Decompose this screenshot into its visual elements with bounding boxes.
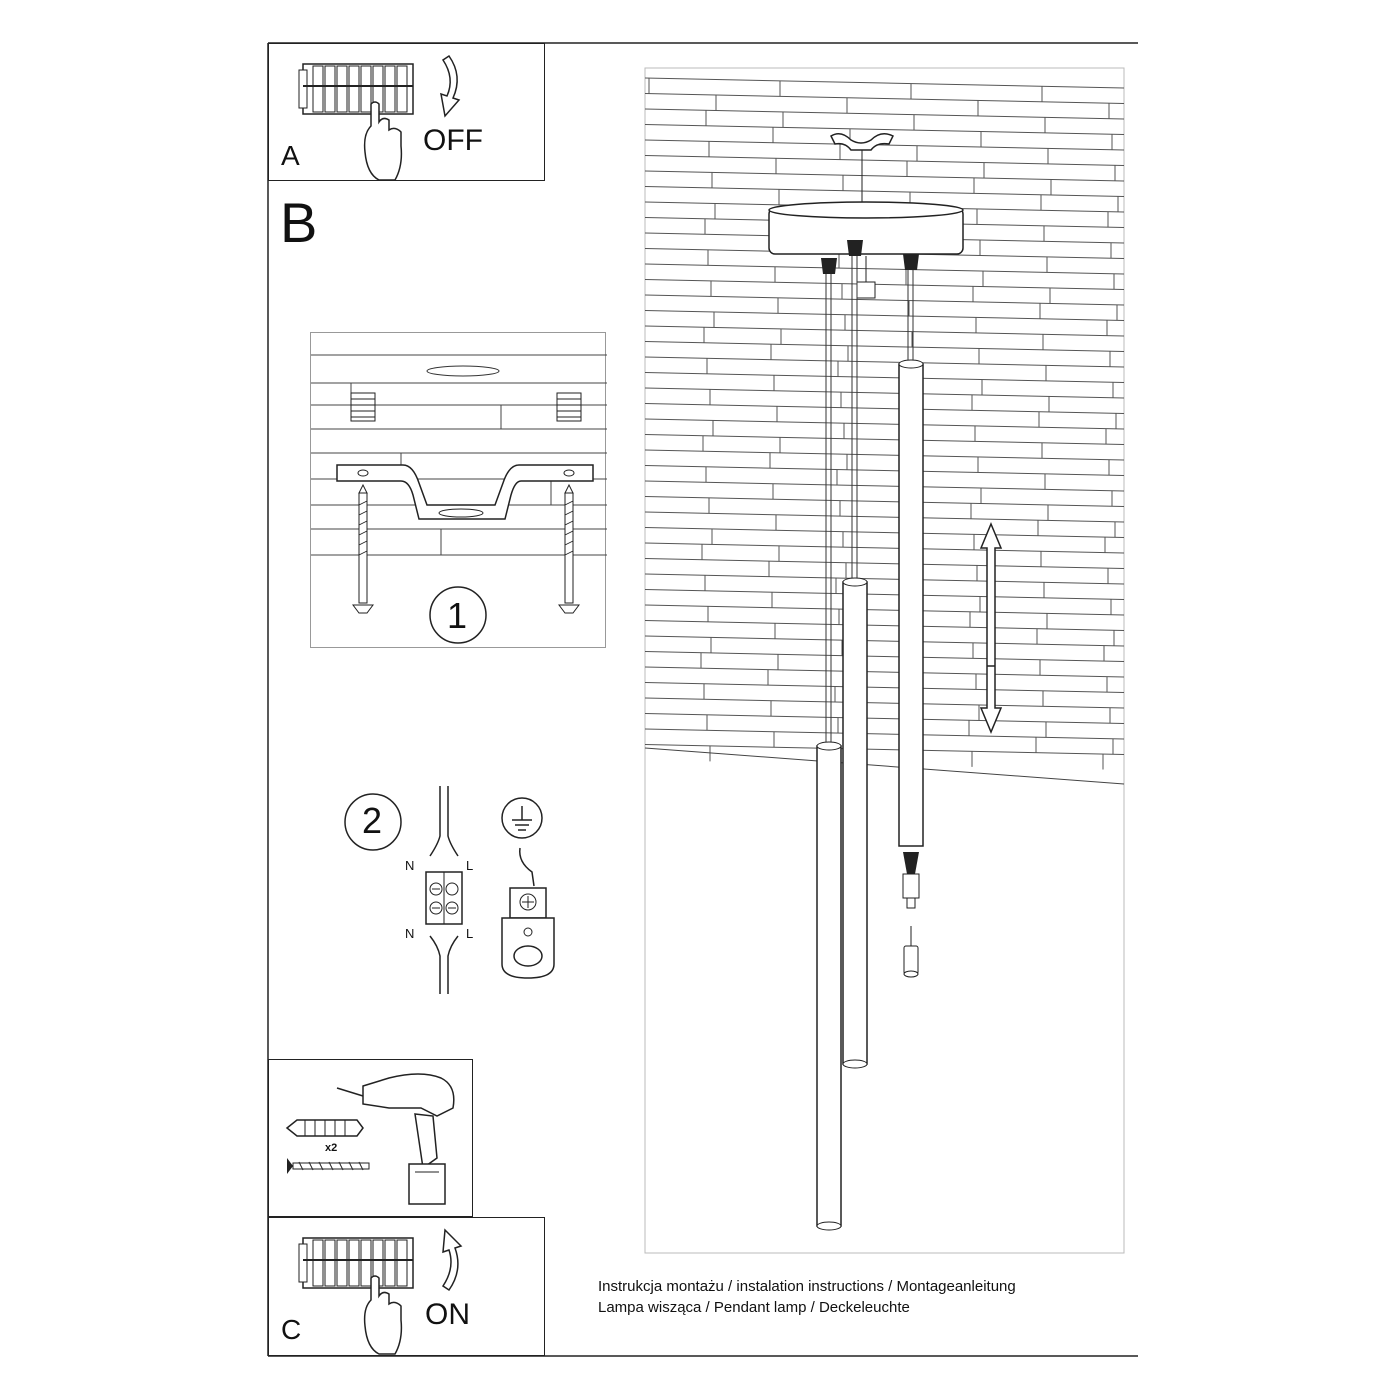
plank-line	[644, 697, 1125, 709]
wall-plug-left	[350, 392, 376, 422]
screw-right	[558, 483, 580, 614]
plank-line	[644, 108, 1125, 120]
pendant-tube-long	[816, 745, 842, 1227]
step-2-number: 2	[362, 800, 383, 841]
wall-plug-right	[556, 392, 582, 422]
step-1-circle	[429, 586, 487, 644]
wire-label-l-top: L	[466, 858, 474, 873]
plank-line	[644, 589, 1125, 600]
step-a-letter: A	[281, 140, 300, 171]
plank-line	[644, 124, 1125, 135]
plank-line	[644, 356, 1125, 368]
plank-line	[644, 418, 1125, 430]
plank-line	[644, 558, 1125, 569]
wire-label-l-bottom: L	[466, 926, 474, 941]
mounting-bracket-panel: 1	[310, 332, 607, 648]
bulb-icon	[903, 926, 919, 978]
plank-line	[644, 263, 1125, 275]
plank-line	[644, 325, 1125, 337]
plank-line	[644, 604, 1125, 616]
step-c-on-label: ON	[425, 1298, 470, 1331]
wall-plug-icon	[285, 1119, 364, 1137]
screw-left	[352, 483, 374, 614]
plank-line	[644, 542, 1125, 554]
plank-line	[644, 620, 1125, 631]
plank-line	[644, 387, 1125, 399]
ground-terminal-illustration	[501, 797, 555, 979]
plank-line	[644, 713, 1125, 724]
plank-line	[644, 449, 1125, 461]
pendant-lamp-illustration	[644, 67, 1125, 1254]
plank-line	[644, 434, 1125, 445]
plank-line	[644, 651, 1125, 662]
socket-icon	[903, 852, 919, 874]
step-2-circle	[344, 793, 402, 851]
plank-line	[644, 403, 1125, 414]
tools-panel: x2	[268, 1059, 473, 1217]
arrow-down-icon	[440, 54, 461, 118]
wire-label-n-bottom: N	[405, 926, 415, 941]
mounting-bracket-illustration	[311, 354, 607, 644]
pendant-tube-medium	[842, 581, 868, 1065]
quantity-label: x2	[325, 1142, 338, 1154]
plank-line	[644, 744, 1125, 755]
plank-line	[644, 186, 1125, 197]
plank-line	[644, 682, 1125, 693]
plank-line	[644, 480, 1125, 492]
wire-label-n-top: N	[405, 858, 415, 873]
plank-line	[644, 527, 1125, 538]
breaker-switch-icon	[298, 63, 414, 181]
screw-icon	[287, 1158, 370, 1174]
step-b-letter: B	[280, 191, 318, 254]
plank-line	[644, 635, 1125, 647]
caption-line-2: Lampa wisząca / Pendant lamp / Deckeleuc…	[598, 1299, 910, 1316]
breaker-switch-icon	[298, 1237, 414, 1355]
ceiling-planks	[644, 77, 1125, 770]
plank-line	[644, 294, 1125, 306]
plank-line	[644, 170, 1125, 182]
plank-line	[644, 341, 1125, 352]
plank-line	[644, 93, 1125, 104]
height-adjust-arrow-icon	[979, 522, 1003, 734]
panel-a: A OFF	[268, 43, 545, 181]
arrow-up-icon	[441, 1228, 463, 1292]
plank-line	[644, 496, 1125, 507]
plank-line	[644, 372, 1125, 383]
plank-line	[644, 155, 1125, 166]
plank-line	[644, 465, 1125, 476]
panel-c: C ON	[268, 1217, 545, 1356]
step-a-off-label: OFF	[423, 124, 483, 157]
caption-line-1: Instrukcja montażu / instalation instruc…	[598, 1278, 1016, 1295]
plank-line	[644, 310, 1125, 321]
step-c-letter: C	[281, 1314, 302, 1345]
plank-line	[644, 139, 1125, 151]
terminal-block-illustration	[425, 786, 463, 994]
plank-line	[644, 666, 1125, 678]
plank-line	[644, 728, 1125, 740]
plank-line	[644, 279, 1125, 290]
plank-line	[644, 511, 1125, 523]
pendant-tube-short	[898, 363, 924, 847]
plank-line	[644, 77, 1125, 89]
step-1-number: 1	[447, 595, 468, 636]
drill-icon	[336, 1073, 455, 1205]
